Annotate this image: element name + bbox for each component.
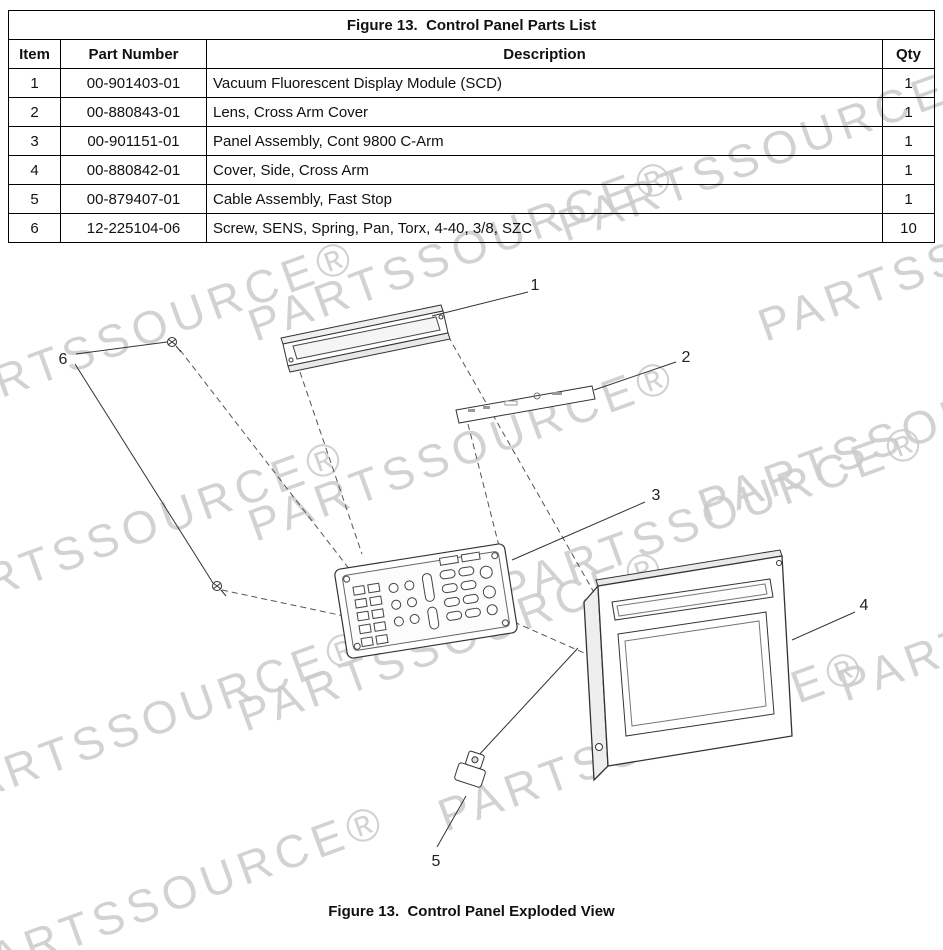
qty-cell: 1	[882, 155, 935, 185]
lens-part	[455, 385, 596, 424]
panel-buttons	[352, 551, 498, 648]
screw-part	[167, 337, 227, 597]
display-module-part	[280, 304, 451, 373]
callout-2: 2	[682, 349, 691, 366]
cable-connector-part	[454, 647, 579, 788]
part-number-cell: 00-879407-01	[60, 184, 207, 214]
qty-cell: 1	[882, 68, 935, 98]
table-row: 2 00-880843-01 Lens, Cross Arm Cover 1	[8, 97, 935, 127]
description-cell: Cable Assembly, Fast Stop	[206, 184, 883, 214]
item-cell: 1	[8, 68, 61, 98]
description-cell: Cover, Side, Cross Arm	[206, 155, 883, 185]
assembly-dashed-lines	[179, 335, 601, 661]
description-cell: Lens, Cross Arm Cover	[206, 97, 883, 127]
part-number-cell: 00-901151-01	[60, 126, 207, 156]
table-title: Figure 13. Control Panel Parts List	[8, 10, 935, 40]
panel-assembly-part	[334, 543, 518, 659]
figure-caption: Figure 13. Control Panel Exploded View	[328, 903, 615, 920]
table-row: 6 12-225104-06 Screw, SENS, Spring, Pan,…	[8, 213, 935, 243]
lens-print-marks	[468, 392, 562, 412]
exploded-view-diagram: 1 2 3 4 5 6	[59, 277, 869, 870]
callout-3: 3	[652, 487, 661, 504]
description-cell: Screw, SENS, Spring, Pan, Torx, 4-40, 3/…	[206, 213, 883, 243]
callout-1: 1	[531, 277, 540, 294]
qty-cell: 10	[882, 213, 935, 243]
qty-cell: 1	[882, 184, 935, 214]
table-row: 1 00-901403-01 Vacuum Fluorescent Displa…	[8, 68, 935, 98]
item-cell: 5	[8, 184, 61, 214]
column-header-qty: Qty	[882, 39, 935, 69]
qty-cell: 1	[882, 97, 935, 127]
table-row: 4 00-880842-01 Cover, Side, Cross Arm 1	[8, 155, 935, 185]
column-header-part-number: Part Number	[60, 39, 207, 69]
callout-4: 4	[860, 597, 869, 614]
description-cell: Vacuum Fluorescent Display Module (SCD)	[206, 68, 883, 98]
item-cell: 3	[8, 126, 61, 156]
table-row: 5 00-879407-01 Cable Assembly, Fast Stop…	[8, 184, 935, 214]
part-number-cell: 12-225104-06	[60, 213, 207, 243]
part-number-cell: 00-901403-01	[60, 68, 207, 98]
table-header-row: Item Part Number Description Qty	[8, 39, 935, 69]
callout-leader-lines	[74, 291, 856, 848]
table-row: 3 00-901151-01 Panel Assembly, Cont 9800…	[8, 126, 935, 156]
panel-corner-screws	[343, 552, 509, 650]
qty-cell: 1	[882, 126, 935, 156]
parts-table: Figure 13. Control Panel Parts List Item…	[8, 10, 935, 243]
callout-5: 5	[432, 853, 441, 870]
column-header-item: Item	[8, 39, 61, 69]
item-cell: 4	[8, 155, 61, 185]
description-cell: Panel Assembly, Cont 9800 C-Arm	[206, 126, 883, 156]
side-cover-part	[583, 549, 793, 782]
callout-6: 6	[59, 351, 68, 368]
item-cell: 6	[8, 213, 61, 243]
part-number-cell: 00-880843-01	[60, 97, 207, 127]
item-cell: 2	[8, 97, 61, 127]
column-header-description: Description	[206, 39, 883, 69]
part-number-cell: 00-880842-01	[60, 155, 207, 185]
